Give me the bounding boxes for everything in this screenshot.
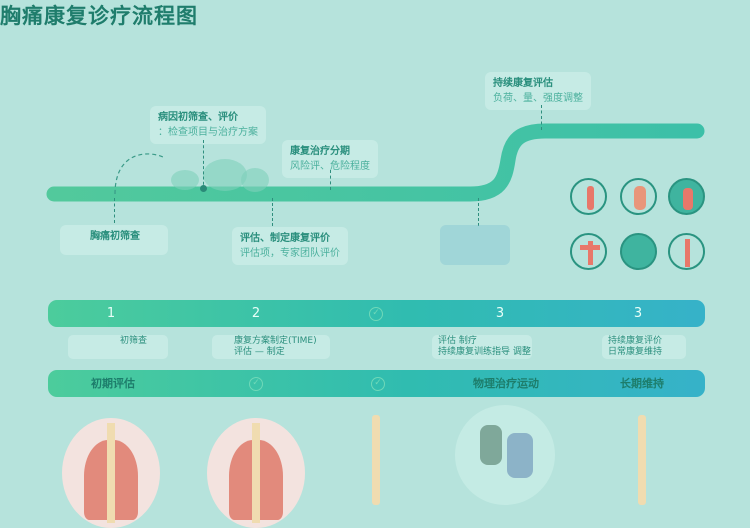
timeline-marker-dot: [200, 185, 207, 192]
step-number: 3: [633, 306, 643, 321]
chest-anatomy-illustration: [207, 418, 305, 528]
card-text: 日常康复维持: [608, 347, 663, 357]
timeline-callout: 胸痛初筛查: [60, 225, 168, 255]
callout-title: 评估、制定康复评价: [240, 233, 330, 244]
phase-label: 物理治疗运动: [473, 377, 539, 390]
exercise-stand-icon: [620, 233, 657, 270]
card-title: 持续康复评价: [608, 336, 663, 346]
timeline-track: [46, 123, 705, 202]
check-icon: ✓: [371, 377, 385, 391]
timeline-marker: [330, 170, 331, 190]
patient-doctor-illustration: [455, 405, 555, 505]
exercise-lift-icon: [668, 233, 705, 270]
callout-text: 风险评、危险程度: [290, 161, 370, 172]
timeline-marker: [203, 140, 204, 190]
check-icon: ✓: [369, 306, 383, 321]
card-title: 评估 制疗: [438, 336, 477, 346]
step-card: 初筛查: [68, 335, 168, 359]
patient-figures-illustration: [440, 225, 510, 265]
step-card: 持续康复评价日常康复维持: [602, 335, 686, 359]
timeline-callout: 病因初筛查、评价 ：检查项目与治疗方案: [150, 106, 266, 144]
callout-text: 评估项，专家团队评价: [240, 248, 340, 259]
timeline-marker: [272, 198, 273, 226]
card-text: 评估 — 制定: [234, 347, 285, 357]
card-text: 持续康复训练指导 调整: [438, 347, 531, 357]
step-card: 康复方案制定(TIME)评估 — 制定: [212, 335, 330, 359]
phase-check: ✓: [249, 370, 263, 397]
step-number-bar: 1 2 ✓ 3 3: [48, 300, 705, 327]
spine-illustration: [638, 415, 646, 505]
timeline-callout: 持续康复评估负荷、量、强度调整: [485, 72, 591, 110]
timeline-marker: [478, 198, 479, 226]
callout-title: 病因初筛查、评价: [158, 112, 238, 123]
chest-anatomy-illustration: [62, 418, 160, 528]
page-title: 胸痛康复诊疗流程图: [0, 4, 198, 28]
step-number: 3: [495, 306, 505, 321]
card-title: 康复方案制定(TIME): [234, 336, 317, 346]
exercise-stretch-icon: [570, 178, 607, 215]
phase-label: 初期评估: [91, 377, 135, 390]
step-check: ✓: [356, 300, 396, 327]
callout-title: 持续康复评估: [493, 78, 553, 89]
phase-label: 长期维持: [620, 377, 664, 390]
callout-text: ：检查项目与治疗方案: [158, 127, 258, 138]
step-number: 2: [251, 306, 261, 321]
check-icon: ✓: [249, 377, 263, 391]
spine-illustration: [372, 415, 380, 505]
exercise-bend-icon: [620, 178, 657, 215]
exercise-arms-icon: [570, 233, 607, 270]
exercise-torso-icon: [668, 178, 705, 215]
callout-title: 康复治疗分期: [290, 146, 350, 157]
step-card: 评估 制疗持续康复训练指导 调整: [432, 335, 532, 359]
timeline-callout: 评估、制定康复评价评估项，专家团队评价: [232, 227, 348, 265]
phase-bar: 初期评估 ✓ ✓ 物理治疗运动 长期维持: [48, 370, 705, 397]
step-number: 1: [106, 306, 116, 321]
phase-check: ✓: [371, 370, 385, 397]
card-title: 初筛查: [120, 336, 148, 346]
timeline-marker: [541, 105, 542, 130]
timeline-marker: [114, 198, 115, 223]
callout-title: 胸痛初筛查: [90, 231, 140, 242]
callout-text: 负荷、量、强度调整: [493, 93, 583, 104]
